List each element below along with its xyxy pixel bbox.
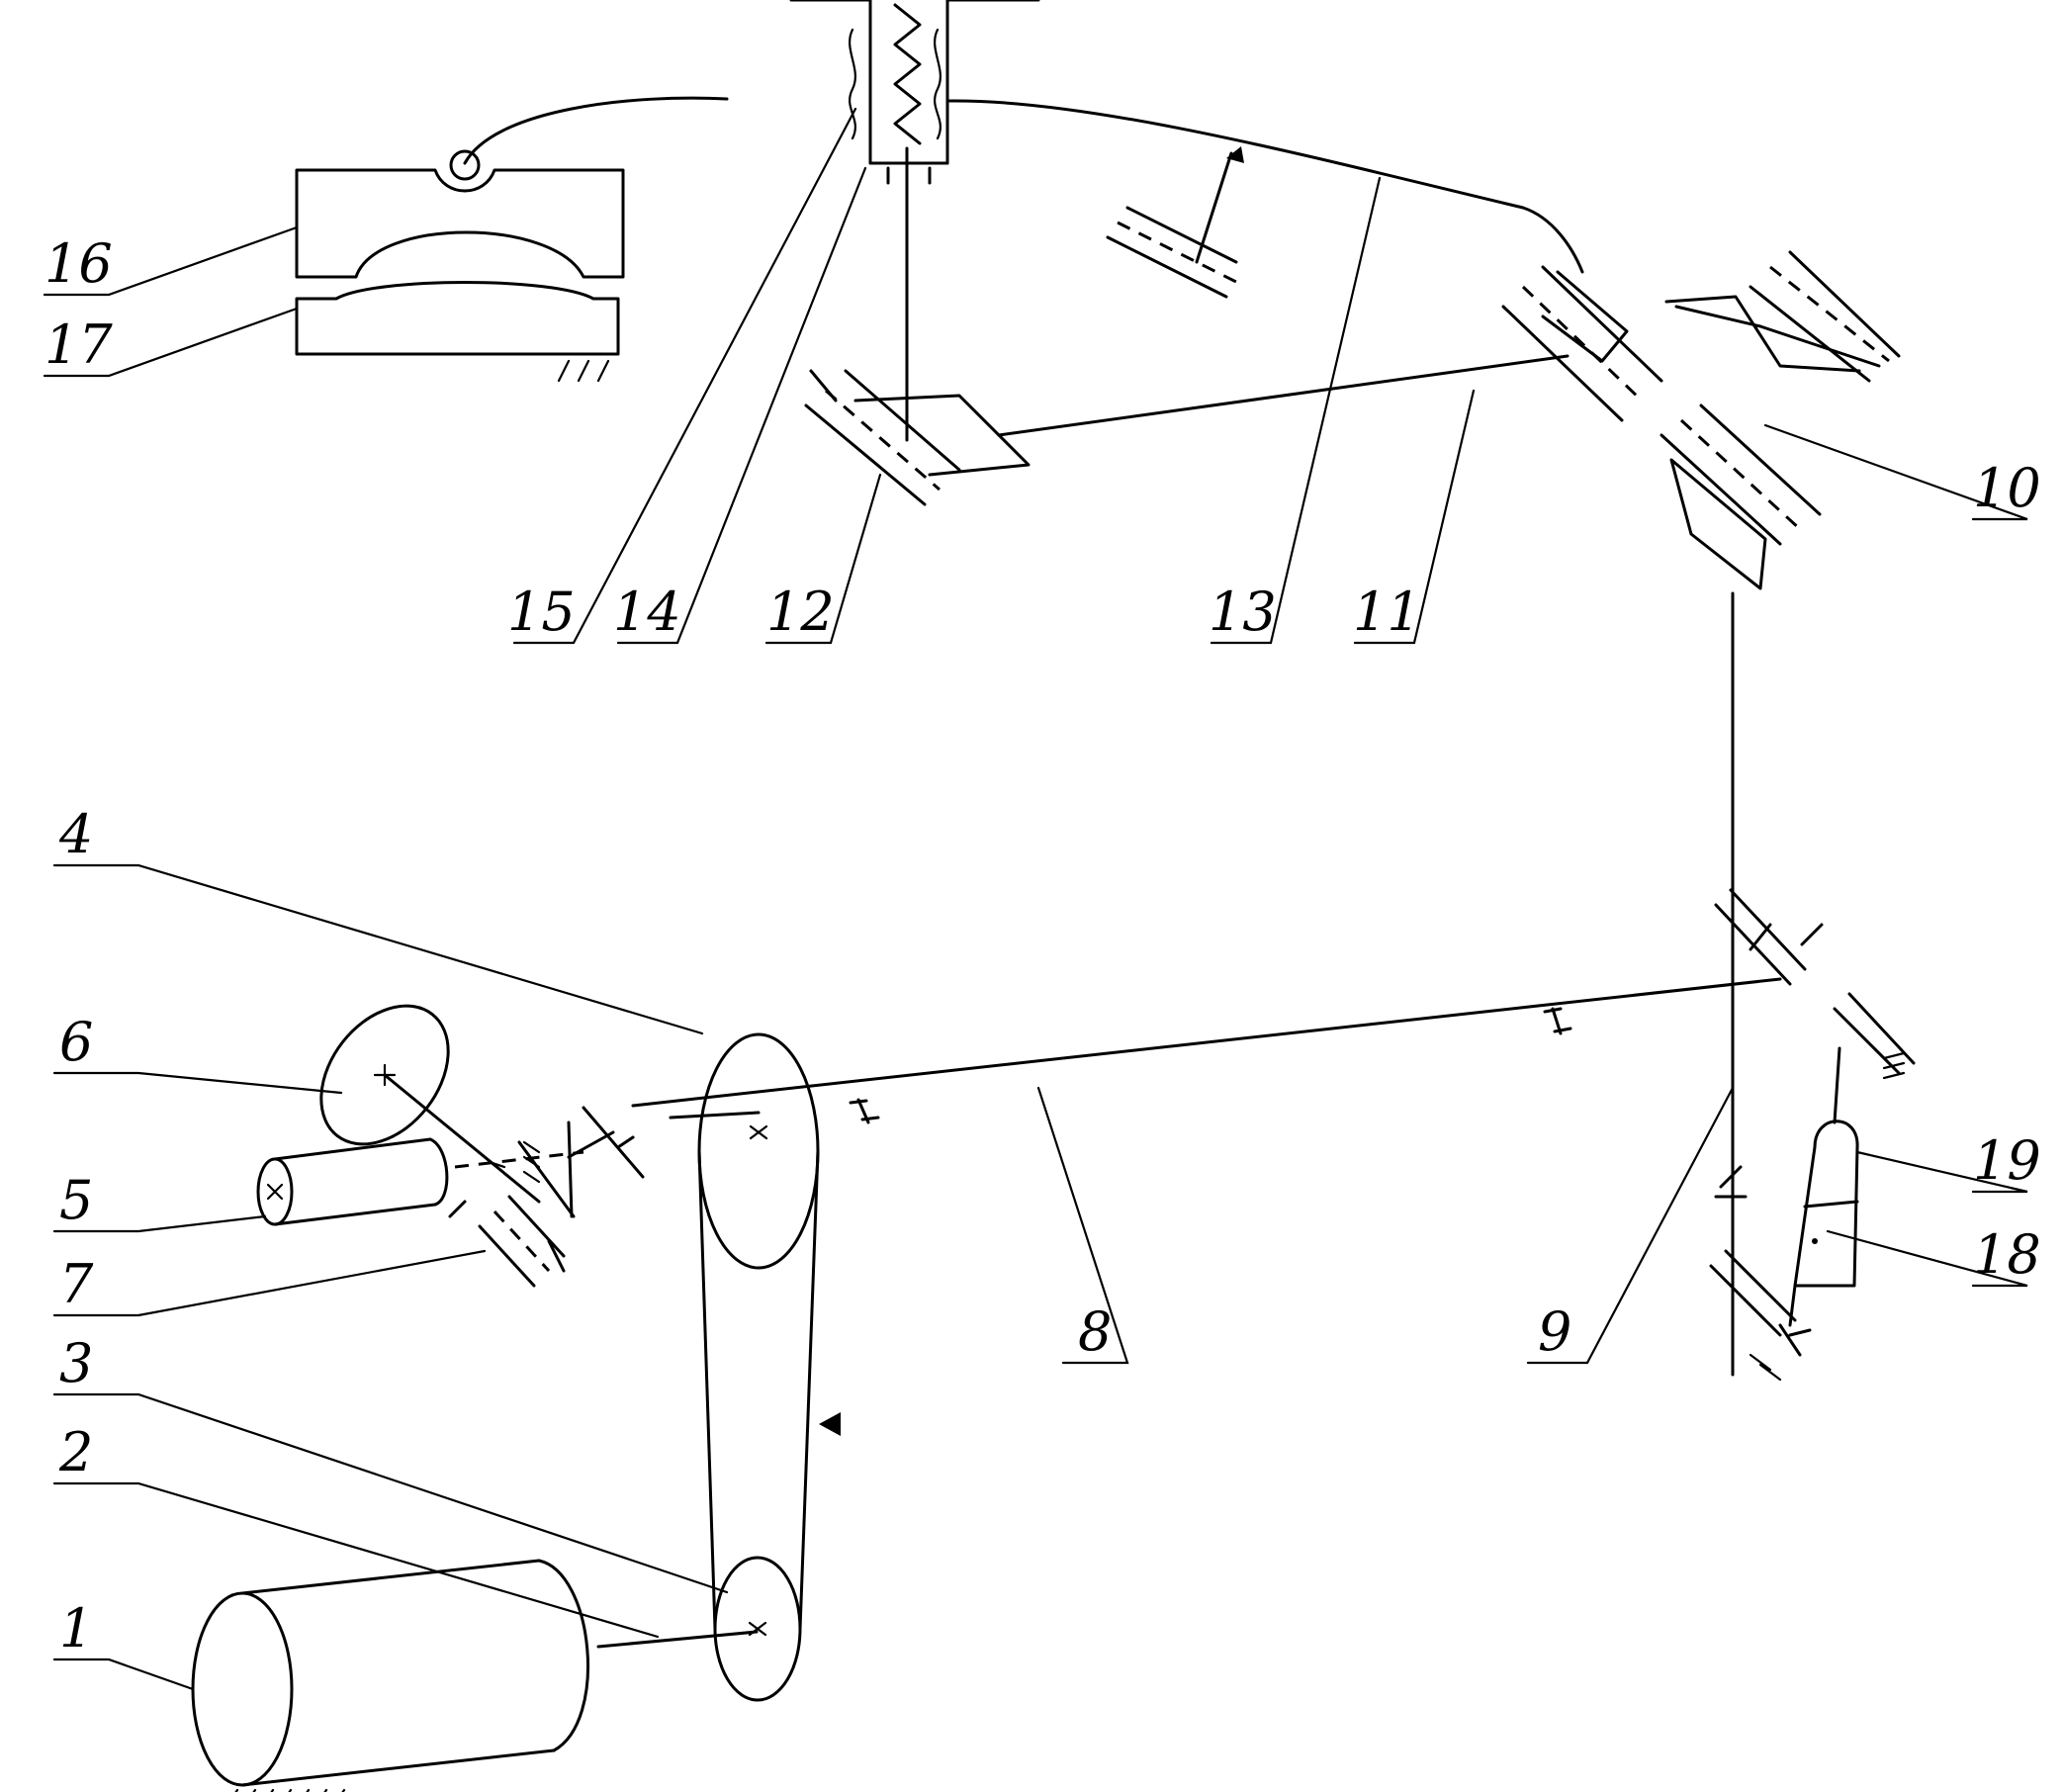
- vertical-shaft-9: [1709, 591, 1812, 1382]
- callout-6: 6: [59, 1011, 93, 1073]
- cam-18-19: [1788, 1046, 1859, 1327]
- callout-17: 17: [45, 314, 113, 376]
- callout-5: 5: [59, 1169, 93, 1231]
- sensor-and-mold-16-17: [295, 149, 625, 383]
- callout-11: 11: [1353, 581, 1421, 643]
- callout-2: 2: [58, 1421, 93, 1483]
- belt-and-driven-pulley-4: [697, 1032, 841, 1631]
- linkage-rod-13: [463, 96, 1584, 274]
- leader-lines: [43, 107, 2028, 1691]
- callout-19: 19: [1973, 1129, 2041, 1192]
- callout-9: 9: [1538, 1300, 1571, 1363]
- callout-4: 4: [58, 803, 93, 865]
- callout-1: 1: [59, 1597, 93, 1659]
- driving-pulley-3: [713, 1556, 802, 1702]
- callout-12: 12: [766, 581, 835, 643]
- gear-10-cluster: [1501, 250, 1901, 590]
- callout-16: 16: [45, 232, 113, 295]
- callout-13: 13: [1209, 581, 1277, 643]
- main-shaft-8: [631, 977, 1782, 1124]
- lever-17-top: [1106, 146, 1244, 299]
- callout-3: 3: [59, 1332, 93, 1394]
- callout-7: 7: [59, 1253, 94, 1315]
- roller-5: [256, 1137, 449, 1226]
- callout-10: 10: [1973, 457, 2041, 519]
- motor-shaft-2: [596, 1630, 759, 1649]
- motor-1: [191, 1559, 589, 1792]
- shaft-7-bearing: [448, 1106, 645, 1288]
- shaft-11: [997, 354, 1570, 437]
- callout-18: 18: [1973, 1223, 2041, 1286]
- callout-14: 14: [613, 581, 681, 643]
- bearing-upper-right: [1714, 888, 1916, 1080]
- callout-labels: 1 2 3 4 5 6 7 8 9 10 11 12 13 14 15 16 1…: [45, 232, 2041, 1659]
- disc-6: [319, 1004, 541, 1204]
- gear-box-12: [804, 369, 1031, 506]
- spring-assembly-14-15: [789, 0, 1040, 442]
- callout-8: 8: [1078, 1300, 1112, 1363]
- callout-15: 15: [507, 581, 576, 643]
